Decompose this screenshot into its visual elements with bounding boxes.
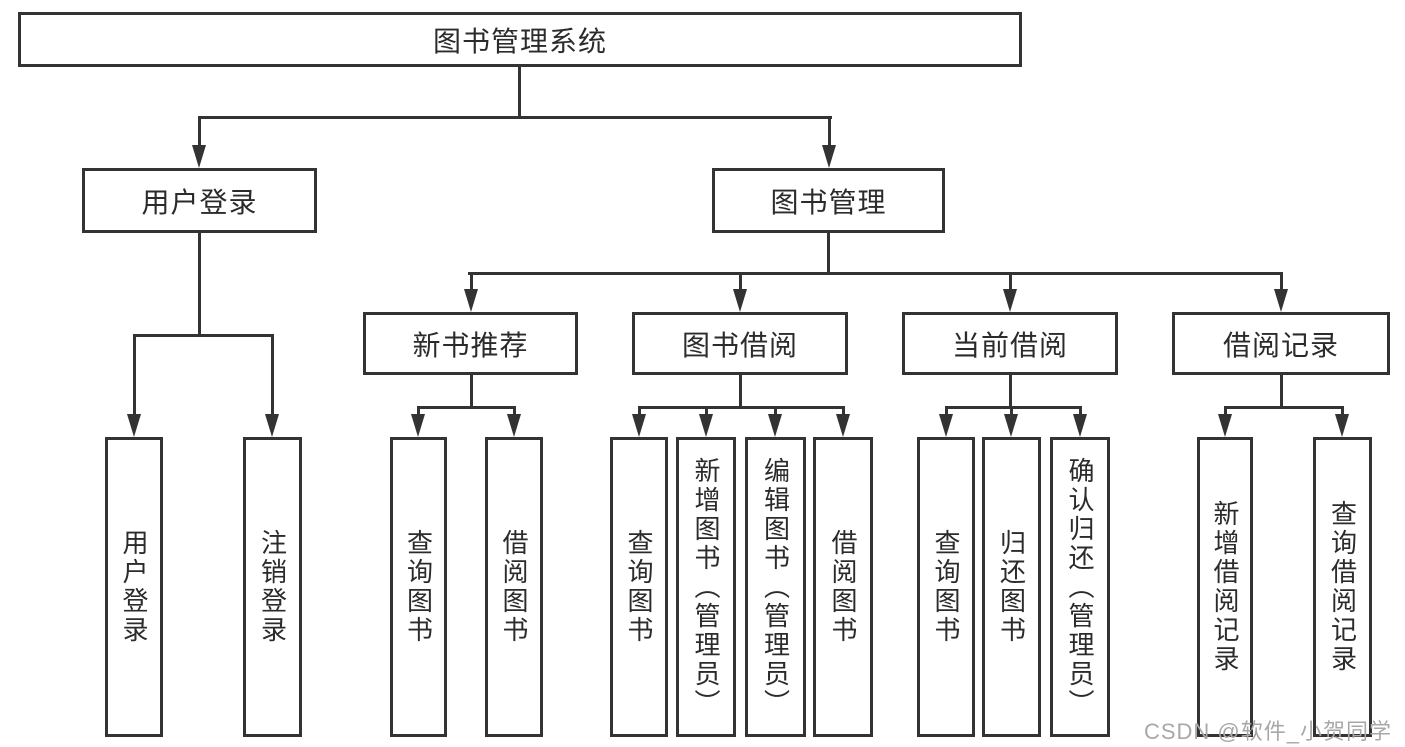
connector-stem-book-mgmt <box>828 116 831 147</box>
leaf-add-books-admin: 新增图书（管理员） <box>676 437 736 737</box>
arrowhead-new-book-rec-icon <box>464 289 478 312</box>
connector-user-login-bar <box>133 334 273 337</box>
connector-book-mgmt-trunk <box>827 233 830 274</box>
leaf-borrow-books: 借阅图书 <box>813 437 873 737</box>
leaf-query-books-borrow-label: 查询图书 <box>624 529 654 645</box>
leaf-query-books-rec-label: 查询图书 <box>403 529 434 645</box>
leaf-add-borrow-record: 新增借阅记录 <box>1197 437 1253 737</box>
arrowhead-leaf-login-icon <box>127 414 141 437</box>
connector-new-book-rec-trunk <box>470 375 473 409</box>
node-book-management-label: 图书管理 <box>770 186 887 218</box>
connector-current-borrowing-trunk <box>1009 375 1012 409</box>
connector-level3-bar <box>468 272 1282 275</box>
leaf-confirm-return-admin-label: 确认归还（管理员） <box>1065 456 1095 718</box>
connector-stem-leaf <box>417 406 420 416</box>
arrowhead-leaf-icon <box>1335 414 1349 437</box>
node-current-borrowing: 当前借阅 <box>902 312 1118 375</box>
leaf-return-books: 归还图书 <box>982 437 1041 737</box>
connector-borrowing-records-bar <box>1225 406 1343 409</box>
arrowhead-book-mgmt-icon <box>822 145 836 168</box>
node-user-login: 用户登录 <box>82 168 317 233</box>
node-user-login-label: 用户登录 <box>141 186 258 218</box>
leaf-borrow-books-rec-label: 借阅图书 <box>499 529 529 645</box>
arrowhead-leaf-icon <box>768 414 782 437</box>
connector-user-login-trunk <box>198 233 201 336</box>
node-current-borrowing-label: 当前借阅 <box>951 329 1068 361</box>
leaf-add-borrow-record-label: 新增借阅记录 <box>1210 500 1240 674</box>
leaf-logout: 注销登录 <box>243 437 302 737</box>
connector-stem-leaf <box>1079 406 1082 416</box>
leaf-edit-books-admin-label: 编辑图书（管理员） <box>760 456 791 718</box>
connector-stem-leaf <box>842 406 845 416</box>
node-new-book-rec-label: 新书推荐 <box>412 329 529 361</box>
csdn-watermark: CSDN @软件_小贺同学 <box>1143 719 1392 744</box>
leaf-user-login: 用户登录 <box>105 437 163 737</box>
leaf-query-books-current: 查询图书 <box>917 437 975 737</box>
arrowhead-leaf-icon <box>699 414 713 437</box>
connector-stem-leaf <box>945 406 948 416</box>
node-borrowing-records-label: 借阅记录 <box>1222 329 1339 361</box>
connector-stem-book-borrowing <box>739 272 742 291</box>
leaf-query-books-borrow: 查询图书 <box>610 437 668 737</box>
connector-stem-current-borrowing <box>1009 272 1012 291</box>
node-book-borrowing-label: 图书借阅 <box>681 329 798 361</box>
connector-root-trunk <box>518 67 521 119</box>
arrowhead-leaf-logout-icon <box>265 414 279 437</box>
arrowhead-borrowing-records-icon <box>1274 289 1288 312</box>
connector-stem-leaf <box>774 406 777 416</box>
connector-stem-user-login <box>198 116 201 147</box>
connector-stem-leaf <box>1010 406 1013 416</box>
connector-stem-leaf <box>1224 406 1227 416</box>
arrowhead-book-borrowing-icon <box>733 289 747 312</box>
arrowhead-leaf-icon <box>1004 414 1018 437</box>
leaf-edit-books-admin: 编辑图书（管理员） <box>745 437 806 737</box>
leaf-borrow-books-label: 借阅图书 <box>828 529 858 645</box>
connector-stem-leaf <box>705 406 708 416</box>
leaf-logout-label: 注销登录 <box>257 529 288 645</box>
connector-borrowing-records-trunk <box>1280 375 1283 409</box>
leaf-borrow-books-rec: 借阅图书 <box>485 437 543 737</box>
connector-current-borrowing-bar <box>946 406 1081 409</box>
leaf-query-borrow-record: 查询借阅记录 <box>1313 437 1372 737</box>
connector-stem-new-book-rec <box>470 272 473 291</box>
leaf-confirm-return-admin: 确认归还（管理员） <box>1050 437 1110 737</box>
arrowhead-leaf-icon <box>939 414 953 437</box>
arrowhead-leaf-icon <box>632 414 646 437</box>
connector-stem-leaf <box>638 406 641 416</box>
leaf-query-books-current-label: 查询图书 <box>931 529 961 645</box>
node-book-management: 图书管理 <box>712 168 945 233</box>
leaf-user-login-label: 用户登录 <box>119 529 149 645</box>
leaf-add-books-admin-label: 新增图书（管理员） <box>691 456 721 718</box>
node-book-borrowing: 图书借阅 <box>632 312 848 375</box>
node-root-label: 图书管理系统 <box>432 25 607 57</box>
arrowhead-user-login-icon <box>192 145 206 168</box>
node-new-book-rec: 新书推荐 <box>363 312 578 375</box>
arrowhead-leaf-icon <box>836 414 850 437</box>
leaf-return-books-label: 归还图书 <box>996 529 1027 645</box>
connector-book-borrowing-trunk <box>739 375 742 409</box>
arrowhead-current-borrowing-icon <box>1003 289 1017 312</box>
node-borrowing-records: 借阅记录 <box>1172 312 1390 375</box>
connector-stem-leaf-login <box>133 334 136 416</box>
connector-level2-bar <box>198 116 832 119</box>
connector-stem-leaf <box>1341 406 1344 416</box>
arrowhead-leaf-icon <box>1218 414 1232 437</box>
connector-book-borrowing-bar <box>639 406 844 409</box>
leaf-query-books-rec: 查询图书 <box>390 437 447 737</box>
connector-stem-borrowing-records <box>1280 272 1283 291</box>
connector-stem-leaf <box>513 406 516 416</box>
arrowhead-leaf-icon <box>507 414 521 437</box>
leaf-query-borrow-record-label: 查询借阅记录 <box>1327 500 1358 674</box>
connector-new-book-rec-bar <box>418 406 515 409</box>
arrowhead-leaf-icon <box>1073 414 1087 437</box>
node-root: 图书管理系统 <box>18 12 1022 67</box>
arrowhead-leaf-icon <box>411 414 425 437</box>
connector-stem-leaf-logout <box>271 334 274 416</box>
